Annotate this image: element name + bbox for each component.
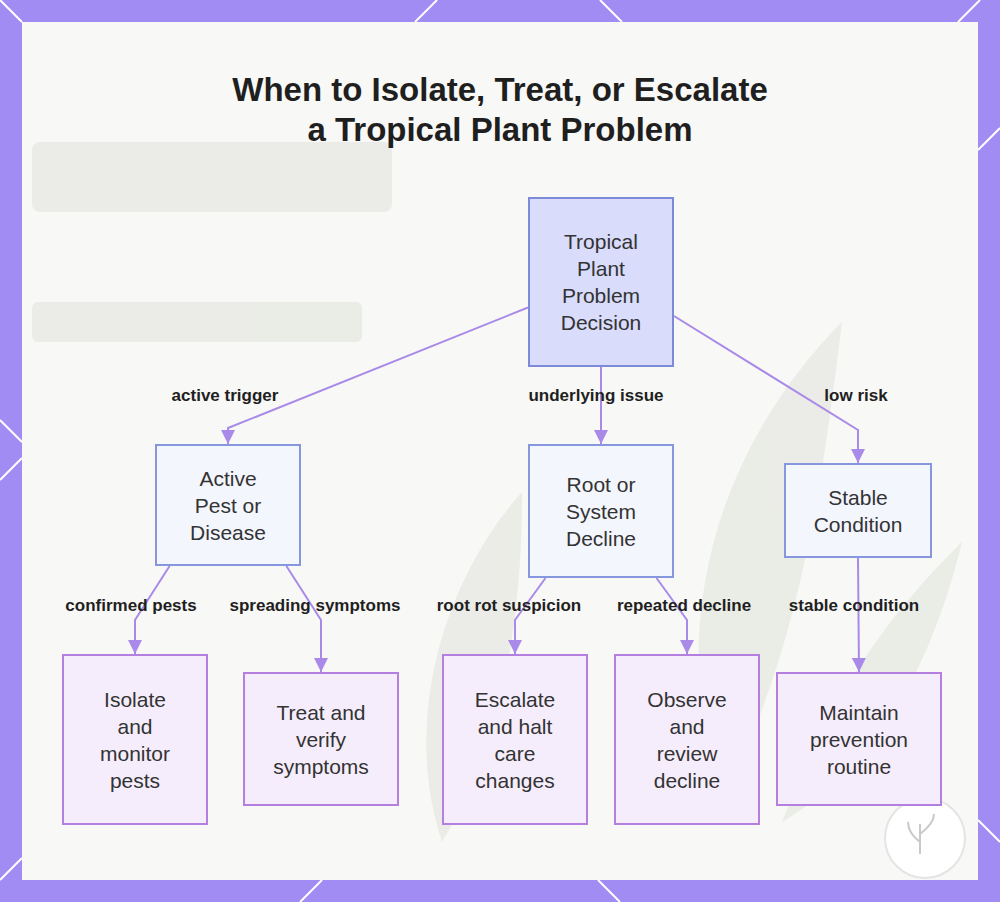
branch-box: Active Pest or Disease [155,444,301,566]
branch-box: Root or System Decline [528,444,674,578]
node-text: Maintain prevention routine [798,699,920,780]
connector-arrow [515,578,546,654]
root-box: Tropical Plant Problem Decision [528,197,674,367]
leaf-watermark [32,142,962,842]
connector-arrow [656,578,687,654]
edge-label: underlying issue [528,386,663,406]
connector-arrow [600,367,602,444]
connector-arrow [286,566,321,672]
edge-label: active trigger [172,386,279,406]
edge-label: confirmed pests [65,596,196,616]
node-text: Observe and review decline [641,686,733,794]
node-text: Escalate and halt care changes [468,686,562,794]
node-text: Stable Condition [802,484,914,538]
logo-badge [885,798,965,878]
node-text: Isolate and monitor pests [88,686,182,794]
edge-label: stable condition [789,596,919,616]
node-text: Active Pest or Disease [180,465,276,546]
branch-box: Stable Condition [784,463,932,558]
edge-label: spreading symptoms [230,596,401,616]
edge-label: low risk [824,386,887,406]
action-box: Observe and review decline [614,654,760,825]
node-text: Root or System Decline [553,471,649,552]
action-box: Maintain prevention routine [776,672,942,806]
node-text: Tropical Plant Problem Decision [545,228,657,336]
edge-label: repeated decline [617,596,751,616]
edge-label: root rot suspicion [437,596,582,616]
action-box: Escalate and halt care changes [442,654,588,825]
action-box: Treat and verify symptoms [243,672,399,806]
diagram-title: When to Isolate, Treat, or Escalate a Tr… [225,70,775,150]
action-box: Isolate and monitor pests [62,654,208,825]
node-text: Treat and verify symptoms [260,699,382,780]
connector-arrow [228,308,528,445]
